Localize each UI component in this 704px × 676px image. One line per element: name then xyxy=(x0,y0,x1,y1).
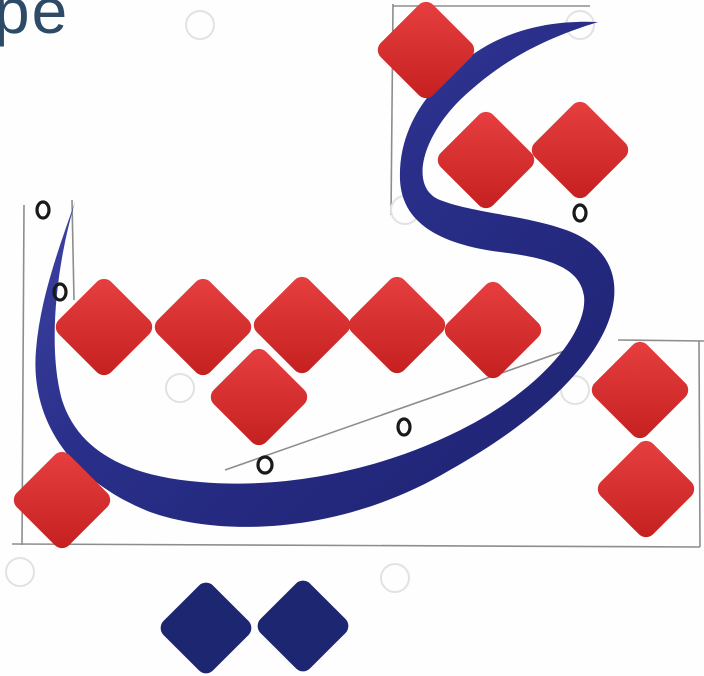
guide-line-left-inner xyxy=(72,200,74,300)
dot-icon xyxy=(574,205,586,221)
watermark-icon xyxy=(186,11,214,39)
blue-diamond xyxy=(157,579,256,676)
watermark-icon xyxy=(6,558,34,586)
red-diamond xyxy=(588,338,693,443)
dot-icon xyxy=(258,457,272,473)
dot-icon xyxy=(398,419,410,435)
red-diamond xyxy=(434,108,539,213)
guide-line-bottom xyxy=(12,544,700,547)
red-diamond xyxy=(345,273,450,378)
watermark-icon xyxy=(166,374,194,402)
watermark-icon xyxy=(381,564,409,592)
red-diamond xyxy=(441,278,546,383)
blue-diamond xyxy=(254,577,353,676)
red-diamond xyxy=(594,437,699,542)
guide-line-right-horizontal xyxy=(618,340,704,341)
blue-diamonds xyxy=(157,577,353,676)
red-diamond xyxy=(528,98,633,203)
dot-icon xyxy=(37,202,49,218)
guide-line-right-vertical xyxy=(699,341,700,547)
red-diamond xyxy=(151,275,256,380)
calligraphy-stroke xyxy=(35,22,614,527)
